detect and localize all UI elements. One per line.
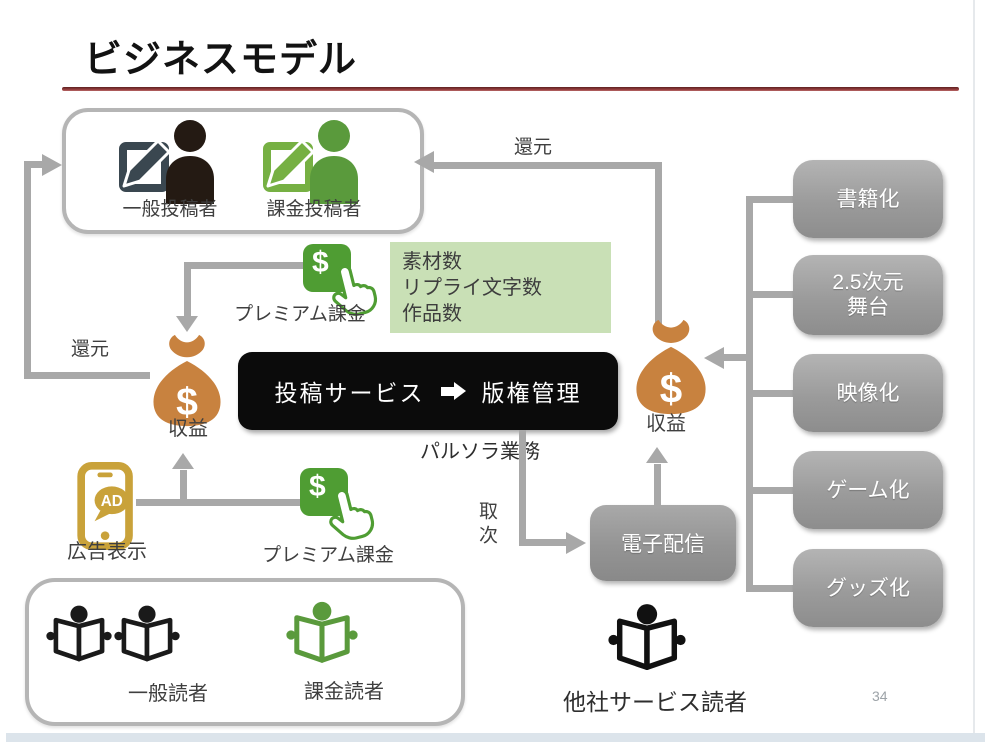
page-number: 34 xyxy=(872,688,888,704)
return-left-arrowhead xyxy=(42,154,62,176)
return-left-hline xyxy=(24,372,150,379)
paying-readers-label: 課金読者 xyxy=(304,681,384,703)
licensing-box-stage: 2.5次元 舞台 xyxy=(793,255,943,335)
right-arrow-icon xyxy=(440,382,466,400)
revenue-right-label: 収益 xyxy=(646,413,686,435)
dollar-sign: $ xyxy=(312,246,329,279)
licensing-box-label: グッズ化 xyxy=(826,576,910,600)
reader-dark-icon xyxy=(46,605,112,662)
reader-green-icon xyxy=(286,601,358,663)
slide-right-edge xyxy=(973,0,975,733)
agency-vline xyxy=(519,430,526,546)
return-left-label: 還元 xyxy=(70,339,109,360)
licensing-stub-3 xyxy=(750,390,794,397)
licensing-box-label: 書籍化 xyxy=(836,187,900,211)
licensing-stub-4 xyxy=(750,487,794,494)
return-top-vline xyxy=(655,162,662,330)
licensing-box-video: 映像化 xyxy=(793,354,943,432)
licensing-box-books: 書籍化 xyxy=(793,160,943,238)
licensing-box-label: 映像化 xyxy=(836,381,900,405)
money-bag-right-icon: $ xyxy=(636,319,706,415)
digital-to-revenue-vline xyxy=(654,464,661,506)
licensing-stub-1 xyxy=(750,196,794,203)
digital-distribution-label: 電子配信 xyxy=(621,533,705,556)
dollar-sign: $ xyxy=(660,366,682,412)
licensing-box-goods: グッズ化 xyxy=(793,549,943,627)
agency-arrowhead xyxy=(566,532,586,554)
click-hand-icon xyxy=(329,488,375,540)
core-management-label: 版権管理 xyxy=(481,380,582,406)
licensing-box-label: ゲーム化 xyxy=(826,478,910,502)
return-left-vline xyxy=(24,161,31,379)
premium-top-arrowhead xyxy=(176,316,198,332)
metrics-line-3: 作品数 xyxy=(402,303,462,325)
return-top-arrowhead xyxy=(414,151,434,173)
licensing-box-label2: 舞台 xyxy=(847,296,889,319)
agency-hline xyxy=(519,539,571,546)
ad-to-revenue-vline xyxy=(180,470,187,502)
money-bag-left-icon: $ xyxy=(153,334,221,427)
agency-label: 取次 xyxy=(476,501,497,549)
core-service-label: 投稿サービス xyxy=(274,380,425,406)
paying-contributor-label: 課金投稿者 xyxy=(266,199,362,220)
metrics-line-1: 素材数 xyxy=(402,251,462,273)
licensing-to-revenue-arrowhead xyxy=(704,347,724,369)
premium-top-hline xyxy=(188,262,306,269)
external-readers-label: 他社サービス読者 xyxy=(563,689,747,715)
digital-to-revenue-arrowhead xyxy=(646,447,668,463)
licensing-trunk-vline xyxy=(746,196,753,592)
ad-premium-hline xyxy=(136,499,304,506)
digital-distribution-box: 電子配信 xyxy=(590,505,736,581)
reader-external-icon xyxy=(608,604,686,671)
title-underline xyxy=(62,87,959,91)
core-caption: パルソラ業務 xyxy=(420,441,540,463)
ad-phone-icon: AD xyxy=(77,462,133,550)
premium-bottom-label: プレミアム課金 xyxy=(262,545,394,566)
general-contributor-label: 一般投稿者 xyxy=(122,199,218,220)
licensing-box-label: 2.5次元 xyxy=(832,271,904,294)
premium-top-label: プレミアム課金 xyxy=(234,304,366,325)
writer-green-icon xyxy=(263,120,358,204)
return-top-hline xyxy=(434,162,662,169)
writer-dark-icon xyxy=(119,120,214,204)
click-hand-icon xyxy=(332,264,378,316)
licensing-stub-2 xyxy=(750,291,794,298)
return-top-label: 還元 xyxy=(513,137,552,158)
licensing-to-revenue-hline xyxy=(724,354,752,361)
dollar-sign: $ xyxy=(176,381,198,424)
metrics-line-2: リプライ文字数 xyxy=(402,277,542,299)
revenue-left-label: 収益 xyxy=(168,418,208,440)
slide-bottom-edge xyxy=(6,733,985,742)
licensing-stub-5 xyxy=(750,585,794,592)
dollar-sign: $ xyxy=(309,470,326,503)
page-title: ビジネスモデル xyxy=(84,39,358,81)
ad-display-label: 広告表示 xyxy=(67,541,147,563)
return-left-stub xyxy=(28,161,44,168)
licensing-box-game: ゲーム化 xyxy=(793,451,943,529)
reader-dark-icon xyxy=(114,605,180,662)
general-readers-label: 一般読者 xyxy=(128,683,208,705)
core-service-box: 投稿サービス 版権管理 xyxy=(238,352,618,430)
ad-to-revenue-arrowhead xyxy=(172,453,194,469)
metrics-box: 素材数 リプライ文字数 作品数 xyxy=(390,242,611,333)
ad-bubble-text: AD xyxy=(101,493,123,510)
premium-top-vline xyxy=(184,262,191,318)
